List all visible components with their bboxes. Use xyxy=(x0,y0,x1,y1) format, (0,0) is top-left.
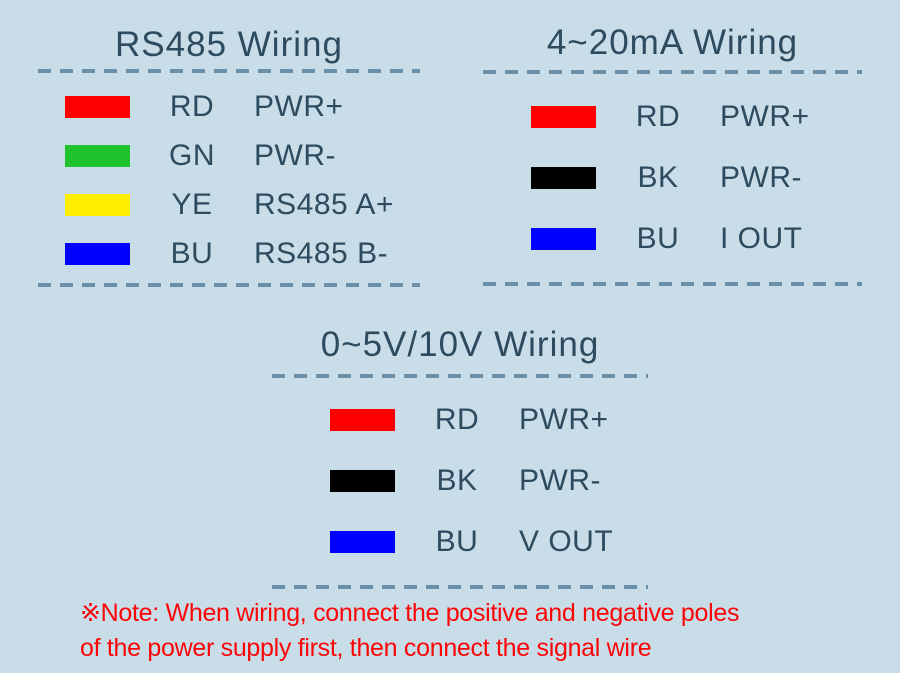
wire-function: RS485 A+ xyxy=(254,187,394,221)
wire-function: PWR- xyxy=(720,160,802,194)
wire-function: PWR- xyxy=(254,138,336,172)
wire-code: BK xyxy=(436,463,478,497)
wire-row: BK PWR- xyxy=(272,450,648,511)
wire-row: YE RS485 A+ xyxy=(38,180,420,229)
panel-title: 0~5V/10V Wiring xyxy=(320,325,600,364)
wire-code: RD xyxy=(635,99,681,133)
wire-color-swatch-red xyxy=(531,105,596,128)
wire-color-swatch-black xyxy=(531,166,596,189)
wire-row: GN PWR- xyxy=(38,131,420,180)
dashed-divider xyxy=(272,374,648,378)
wire-function: PWR+ xyxy=(519,402,609,436)
wire-function: PWR+ xyxy=(254,89,344,123)
wire-color-swatch-red xyxy=(330,408,395,431)
dashed-divider xyxy=(272,585,648,589)
wire-rows: RD PWR+ BK PWR- BU V OUT xyxy=(272,389,648,572)
wiring-note-line1: ※Note: When wiring, connect the positive… xyxy=(80,599,740,627)
panel-title: 4~20mA Wiring xyxy=(546,23,799,62)
dashed-divider xyxy=(483,70,862,74)
wire-row: RD PWR+ xyxy=(272,389,648,450)
wire-code: BU xyxy=(170,236,214,270)
dashed-divider xyxy=(38,69,420,73)
wire-code: BU xyxy=(636,221,680,255)
wire-row: BU V OUT xyxy=(272,511,648,572)
wiring-note-line2: of the power supply first, then connect … xyxy=(80,634,652,662)
wire-color-swatch-black xyxy=(330,469,395,492)
wire-function: PWR+ xyxy=(720,99,810,133)
wire-code: RD xyxy=(169,89,215,123)
panel-0-5v-10v-wiring: 0~5V/10V Wiring RD PWR+ BK PWR- BU V OUT xyxy=(272,322,648,589)
wire-function: RS485 B- xyxy=(254,236,389,270)
wire-code: BU xyxy=(435,524,479,558)
wire-code: GN xyxy=(169,138,215,172)
panel-4-20ma-wiring: 4~20mA Wiring RD PWR+ BK PWR- BU I OUT xyxy=(483,14,862,286)
wire-code: YE xyxy=(171,187,213,221)
wire-color-swatch-green xyxy=(65,144,130,167)
wire-code: RD xyxy=(434,402,480,436)
wire-function: I OUT xyxy=(720,221,803,255)
panel-rs485-wiring: RS485 Wiring RD PWR+ GN PWR- YE RS485 A+… xyxy=(38,14,420,287)
wire-color-swatch-blue xyxy=(330,530,395,553)
wire-row: RD PWR+ xyxy=(38,82,420,131)
wire-color-swatch-yellow xyxy=(65,193,130,216)
dashed-divider xyxy=(483,282,862,286)
wire-row: BU RS485 B- xyxy=(38,229,420,278)
wire-row: BK PWR- xyxy=(483,147,862,208)
wiring-note: ※Note: When wiring, connect the positive… xyxy=(80,596,740,666)
wire-color-swatch-red xyxy=(65,95,130,118)
wire-function: PWR- xyxy=(519,463,601,497)
wire-code: BK xyxy=(637,160,679,194)
wire-color-swatch-blue xyxy=(531,227,596,250)
panel-title: RS485 Wiring xyxy=(115,25,343,64)
wire-rows: RD PWR+ BK PWR- BU I OUT xyxy=(483,86,862,269)
wire-rows: RD PWR+ GN PWR- YE RS485 A+ BU RS485 B- xyxy=(38,82,420,278)
wire-color-swatch-blue xyxy=(65,242,130,265)
wire-row: BU I OUT xyxy=(483,208,862,269)
wire-row: RD PWR+ xyxy=(483,86,862,147)
wire-function: V OUT xyxy=(519,524,614,558)
dashed-divider xyxy=(38,283,420,287)
